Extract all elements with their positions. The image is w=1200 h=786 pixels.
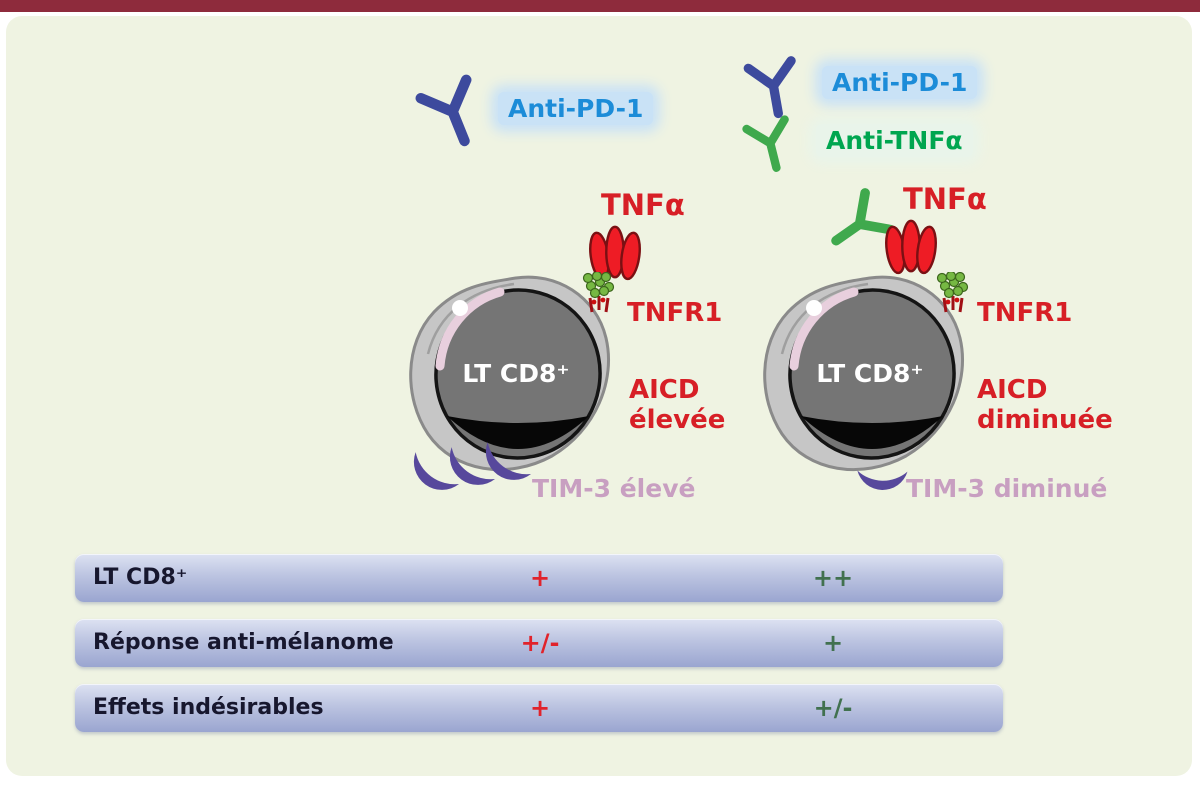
anti-pd1-value: + xyxy=(529,694,551,722)
anti-tnfa-label: Anti-TNFα xyxy=(816,124,973,157)
tnf-trimer-icon xyxy=(880,214,942,278)
lt-cd8-cell: LT CD8⁺ xyxy=(398,272,630,484)
tim3-label: TIM-3 élevé xyxy=(532,474,696,503)
membrane-dot-icon xyxy=(452,300,468,316)
tim3-crescents-icon xyxy=(412,434,536,498)
anti-tnfa-antibody-icon xyxy=(736,112,806,180)
table-row: Réponse anti-mélanome +/- + xyxy=(75,619,1003,667)
top-border-bar xyxy=(0,0,1200,12)
tnfr1-label: TNFR1 xyxy=(627,298,723,328)
cell-label: LT CD8⁺ xyxy=(462,359,569,388)
tnfr1-label: TNFR1 xyxy=(977,298,1073,328)
anti-pd1-antibody-icon xyxy=(737,53,811,125)
combination-value: ++ xyxy=(812,564,854,592)
tim3-crescent-icon xyxy=(856,446,910,500)
nucleus-highlight xyxy=(789,287,859,371)
anti-pd1-label: Anti-PD-1 xyxy=(822,66,978,99)
aicd-label: AICD élevée xyxy=(629,375,726,435)
table-row: Effets indésirables + +/- xyxy=(75,684,1003,732)
row-label: Réponse anti-mélanome xyxy=(93,630,394,655)
tnf-trimer-icon xyxy=(584,220,646,284)
anti-pd1-antibody-icon xyxy=(408,69,501,161)
anti-pd1-value: + xyxy=(529,564,551,592)
tnfa-label: TNFα xyxy=(601,188,685,222)
tnfr1-receptor-icon xyxy=(582,272,615,313)
anti-pd1-label: Anti-PD-1 xyxy=(498,92,654,125)
table-row: LT CD8⁺ + ++ xyxy=(75,554,1003,602)
tnfa-label: TNFα xyxy=(903,182,987,216)
tnfr1-receptor-icon xyxy=(936,272,969,313)
combination-value: +/- xyxy=(813,694,853,722)
row-label: LT CD8⁺ xyxy=(93,565,188,590)
membrane-dot-icon xyxy=(806,300,822,316)
tnf-blocking-antibody-icon xyxy=(812,181,902,272)
aicd-label: AICD diminuée xyxy=(977,375,1113,435)
cell-label: LT CD8⁺ xyxy=(816,359,923,388)
row-label: Effets indésirables xyxy=(93,695,324,720)
combination-value: + xyxy=(822,629,844,657)
tim3-label: TIM-3 diminué xyxy=(906,474,1108,503)
lt-cd8-cell: LT CD8⁺ xyxy=(752,272,984,484)
nucleus-highlight xyxy=(435,287,505,371)
anti-pd1-value: +/- xyxy=(520,629,560,657)
